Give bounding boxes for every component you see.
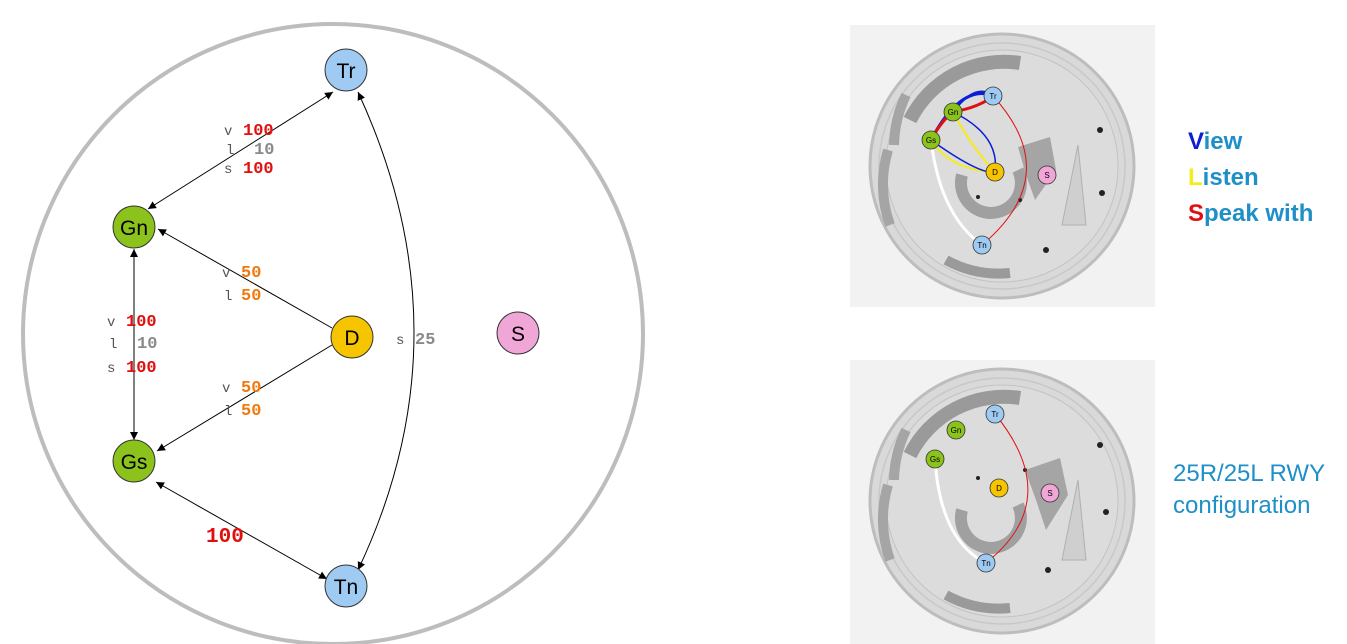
value-speak: 100 [126, 359, 157, 378]
value-view: 100 [126, 313, 157, 332]
legend-speak-initial: S [1188, 200, 1205, 227]
node-s-label: S [511, 323, 525, 346]
legend-speak-rest: peak with [1204, 200, 1314, 227]
thumb2-d: D [996, 484, 1002, 493]
node-tr: Tr [324, 48, 368, 92]
key-l: l [224, 289, 232, 305]
legend-listen-initial: L [1188, 164, 1203, 191]
thumb1-tr: Tr [989, 92, 997, 101]
value-view: 100 [243, 122, 274, 141]
key-v: v [222, 381, 230, 397]
thumb1-gs: Gs [926, 136, 936, 145]
floorplan-thumbnail-links: Tr Gn Gs D S Tn [850, 25, 1155, 307]
node-d-label: D [344, 327, 359, 350]
value-view: 50 [241, 264, 261, 283]
label-tr-gn: v 100 l 10 s 100 [224, 122, 274, 179]
key-s: s [396, 333, 404, 349]
thumb1-tn: Tn [977, 241, 986, 250]
node-gs: Gs [112, 439, 156, 483]
value-listen: 10 [254, 141, 274, 160]
value-speak: 25 [415, 331, 435, 350]
key-v: v [224, 124, 232, 140]
edge-d-gn [157, 228, 333, 329]
node-gs-label: Gs [121, 451, 148, 474]
key-l: l [226, 143, 234, 159]
node-tr-label: Tr [336, 60, 355, 83]
thumb2-gn: Gn [951, 426, 962, 435]
edge-gs-tn [155, 481, 328, 580]
value-speak: 100 [243, 160, 274, 179]
node-tn: Tn [324, 564, 368, 608]
legend-listen-rest: isten [1202, 164, 1259, 191]
key-v: v [107, 315, 115, 331]
thumb2-tn: Tn [981, 559, 990, 568]
label-tr-tn: s 25 [396, 331, 435, 350]
edge-d-gs [156, 344, 333, 452]
edge-tr-gn [147, 91, 334, 210]
edge-tr-tn [357, 91, 415, 571]
legend-view: View [1188, 124, 1313, 160]
legend-listen: Listen [1188, 160, 1313, 196]
key-s: s [107, 361, 115, 377]
thumb1-gn: Gn [948, 108, 959, 117]
value-listen: 10 [137, 335, 157, 354]
thumb2-s: S [1047, 489, 1052, 498]
thumb1-s: S [1044, 171, 1049, 180]
thumb2-gs: Gs [930, 455, 940, 464]
node-gn-label: Gn [120, 217, 148, 240]
node-d: D [330, 315, 374, 359]
node-gn: Gn [112, 205, 156, 249]
key-s: s [224, 162, 232, 178]
configuration-caption: 25R/25L RWY configuration [1173, 460, 1325, 519]
key-l: l [109, 337, 117, 353]
node-s: S [496, 311, 540, 355]
node-tn-label: Tn [334, 576, 359, 599]
label-gs-tn: 100 [206, 526, 244, 549]
legend-view-rest: iew [1203, 128, 1243, 155]
thumb2-tr: Tr [991, 410, 999, 419]
label-d-gn: v 50 l 50 [222, 264, 261, 306]
label-d-gs: v 50 l 50 [222, 379, 261, 421]
floorplan-thumbnail-rwy: Tr Gn Gs D S Tn [850, 360, 1155, 644]
value-listen: 50 [241, 287, 261, 306]
key-l: l [224, 404, 232, 420]
key-v: v [222, 266, 230, 282]
label-gn-gs: v 100 l 10 s 100 [107, 313, 157, 378]
legend-speak: Speak with [1188, 196, 1313, 232]
room-outline [21, 22, 645, 644]
value-view: 50 [241, 379, 261, 398]
link-type-legend: View Listen Speak with [1188, 124, 1313, 232]
thumb1-d: D [992, 168, 998, 177]
value-listen: 50 [241, 402, 261, 421]
legend-view-initial: V [1188, 128, 1204, 155]
